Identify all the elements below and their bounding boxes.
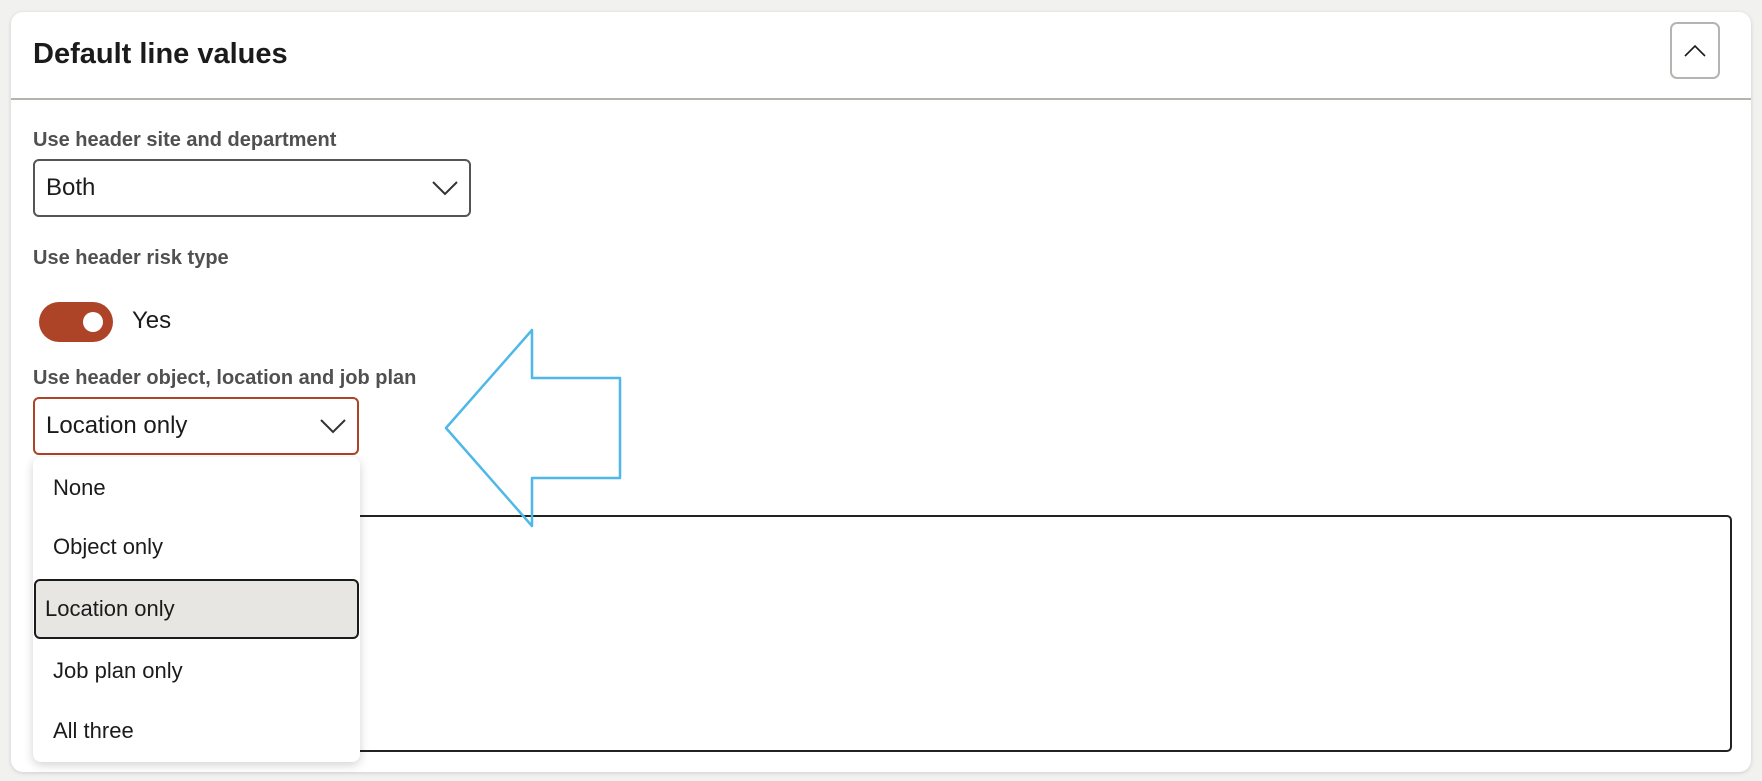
- site-department-label: Use header site and department: [33, 129, 337, 151]
- chevron-down-icon: [320, 419, 346, 434]
- collapse-button[interactable]: [1670, 22, 1720, 79]
- chevron-down-icon: [432, 181, 458, 196]
- site-department-select[interactable]: Both: [33, 159, 471, 217]
- object-location-select[interactable]: Location only: [33, 397, 359, 455]
- object-location-label: Use header object, location and job plan: [33, 367, 417, 389]
- option-none[interactable]: None: [53, 475, 106, 500]
- toggle-knob: [83, 312, 103, 332]
- default-line-values-card: Default line values Use header site and …: [11, 12, 1751, 772]
- object-location-dropdown: None Object only Location only Job plan …: [33, 457, 360, 762]
- chevron-up-icon: [1684, 44, 1706, 57]
- option-all-three[interactable]: All three: [53, 718, 134, 743]
- risk-type-label: Use header risk type: [33, 247, 229, 269]
- text-area[interactable]: [311, 515, 1732, 752]
- object-location-value: Location only: [46, 412, 188, 439]
- option-location-only[interactable]: Location only: [34, 579, 359, 639]
- header-divider: [11, 98, 1751, 100]
- section-title: Default line values: [33, 38, 288, 70]
- risk-type-toggle-text: Yes: [132, 307, 172, 334]
- option-job-plan-only[interactable]: Job plan only: [53, 658, 183, 683]
- option-object-only[interactable]: Object only: [53, 534, 164, 559]
- site-department-value: Both: [46, 174, 96, 201]
- risk-type-toggle[interactable]: [39, 302, 113, 342]
